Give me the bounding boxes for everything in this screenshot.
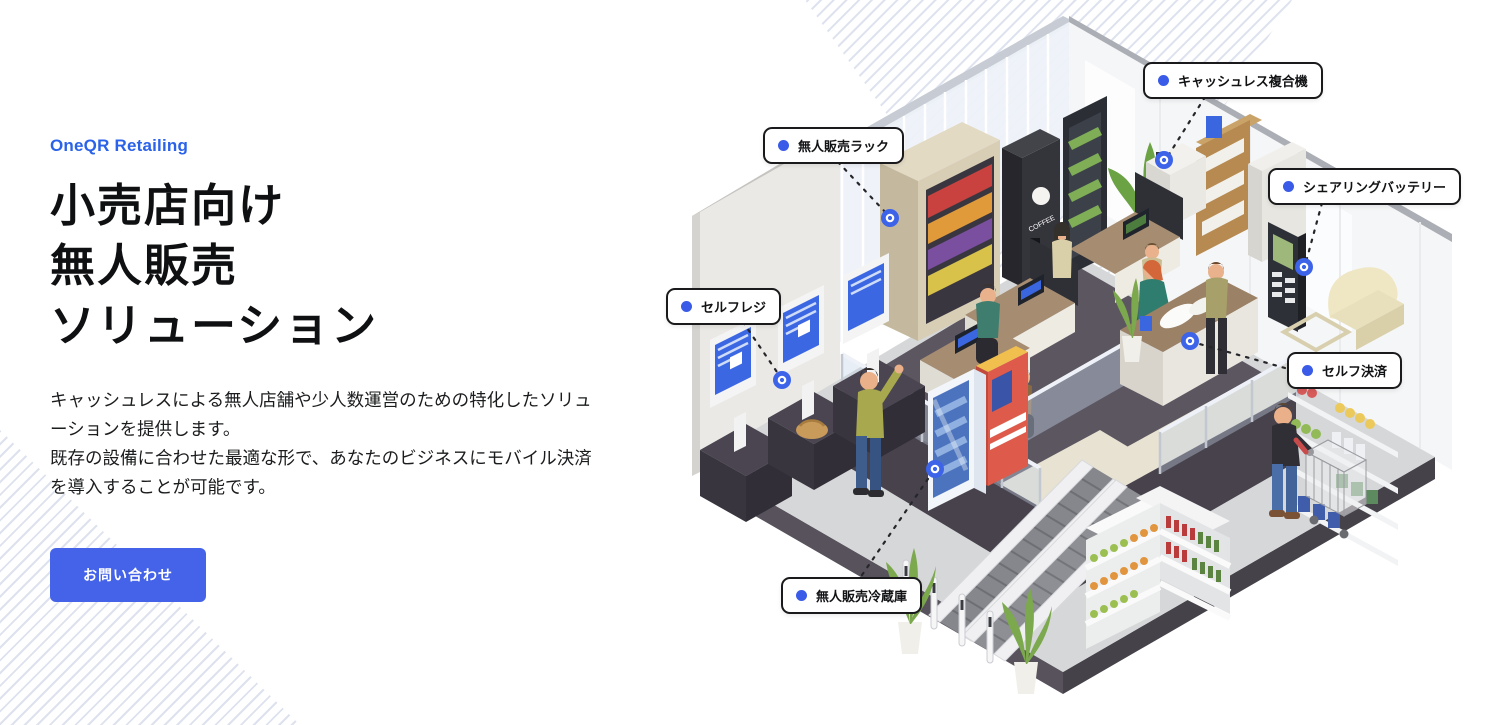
security-gates (902, 559, 994, 664)
brand-name: OneQR Retailing (50, 136, 189, 155)
callout-multifunction-label: キャッシュレス複合機 (1178, 74, 1308, 89)
callout-lines (741, 95, 1324, 577)
floor-mat (1279, 311, 1353, 353)
callout-self-payment: セルフ決済 (1287, 352, 1403, 389)
description: キャッシュレスによる無人店舗や少人数運営のための特化したソリューションを提供しま… (50, 386, 605, 502)
storage-shelf (1196, 114, 1262, 256)
callout-self-register-label: セルフレジ (701, 300, 767, 315)
blue-dot-icon (796, 590, 807, 601)
snack-rack (880, 122, 1000, 341)
blue-dot-icon (778, 140, 789, 151)
callout-markers (773, 151, 1313, 478)
callout-rack-label: 無人販売ラック (798, 139, 890, 154)
description-sentence-2: 既存の設備に合わせた最適な形で、あなたのビジネスにモバイル決済を導入することが可… (50, 448, 592, 498)
callout-battery-label: シェアリングバッテリー (1303, 180, 1447, 195)
description-sentence-1: キャッシュレスによる無人店舗や少人数運営のための特化したソリューションを提供しま… (50, 390, 592, 440)
waving-customer (853, 364, 904, 497)
glass-railing-right (1158, 352, 1300, 474)
callout-self-payment-label: セルフ決済 (1322, 364, 1388, 379)
shopper-with-cart (1269, 403, 1368, 539)
heading-line-3: ソリューション (50, 300, 379, 351)
produce-shelf-island (1084, 486, 1232, 649)
blue-dot-icon (1158, 75, 1169, 86)
callout-fridge: 無人販売冷蔵庫 (781, 577, 923, 614)
payment-counter (1120, 259, 1258, 406)
contact-button[interactable]: お問い合わせ (50, 548, 206, 603)
heading-line-1: 小売店向け (50, 180, 286, 231)
callout-rack: 無人販売ラック (763, 127, 905, 164)
self-checkout-kiosks (700, 253, 925, 522)
armchair (1328, 267, 1404, 350)
blue-dot-icon (1302, 365, 1313, 376)
callout-self-register: セルフレジ (666, 288, 782, 325)
heading-line-2: 無人販売 (50, 240, 239, 291)
battery-station (1268, 222, 1306, 332)
page-title: 小売店向け 無人販売 ソリューション (50, 176, 650, 356)
callout-battery: シェアリングバッテリー (1268, 168, 1462, 205)
blue-dot-icon (1283, 181, 1294, 192)
blue-dot-icon (681, 301, 692, 312)
callout-fridge-label: 無人販売冷蔵庫 (816, 589, 908, 604)
drink-cooler (1063, 96, 1107, 278)
hero-section: OneQR Retailing 小売店向け 無人販売 ソリューション キャッシュ… (50, 136, 650, 603)
callout-multifunction: キャッシュレス複合機 (1143, 62, 1323, 99)
